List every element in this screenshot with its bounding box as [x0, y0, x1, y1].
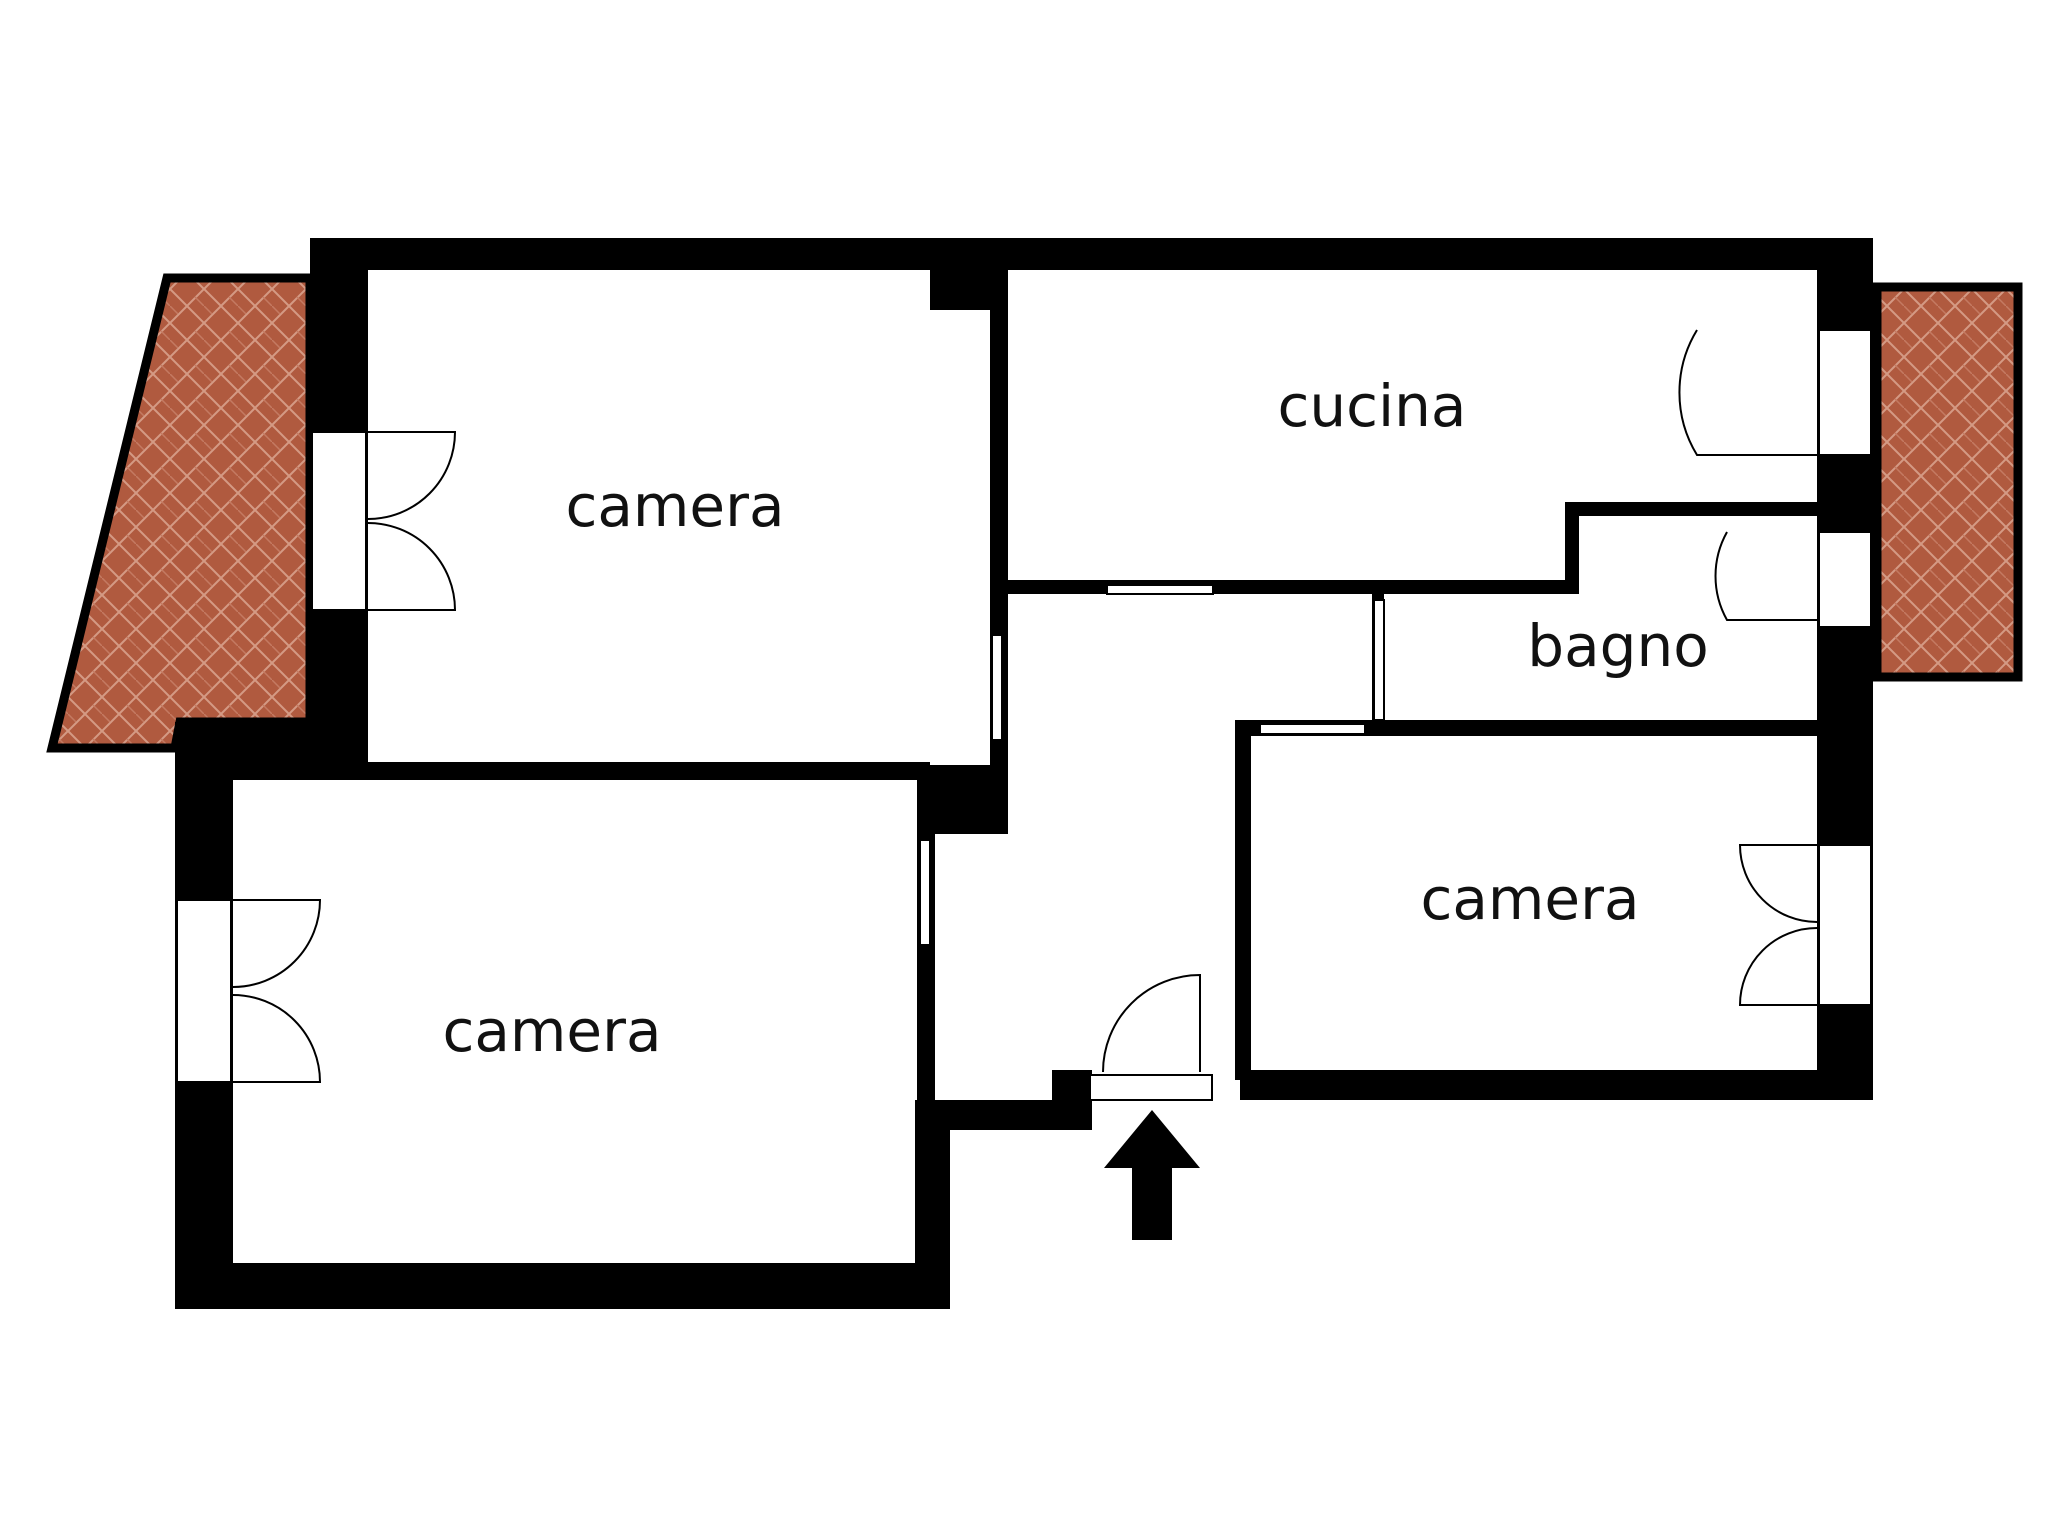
room-label-camera-right: camera [1420, 865, 1639, 933]
door-swings [232, 329, 1818, 1083]
room-label-camera-bottom-left: camera [442, 997, 661, 1065]
terrace-right [1872, 282, 2023, 682]
entrance-arrow-icon [1104, 1110, 1200, 1240]
room-label-bagno: bagno [1527, 612, 1708, 680]
room-label-camera-top-left: camera [565, 472, 784, 540]
room-label-cucina: cucina [1278, 372, 1467, 440]
interior-walls [233, 270, 1817, 1110]
openings [176, 329, 1872, 1101]
terrace-left [46, 273, 315, 753]
